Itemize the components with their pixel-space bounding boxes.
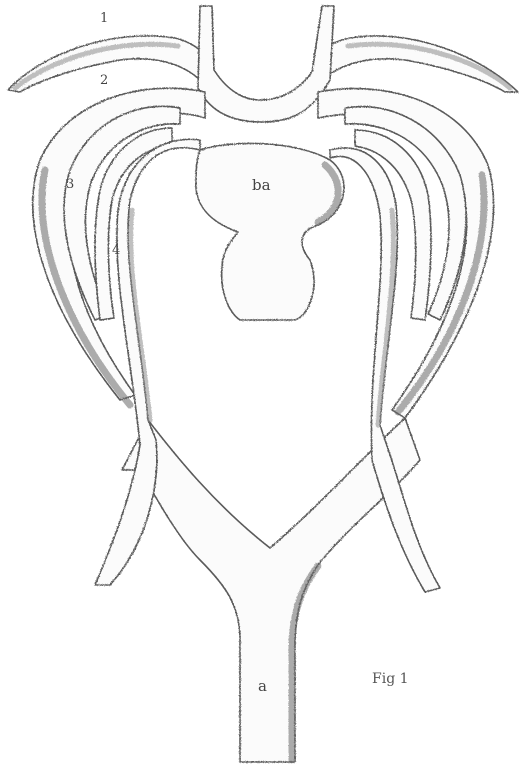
label-aorta: a bbox=[258, 677, 267, 695]
label-arch-2: 2 bbox=[100, 73, 108, 88]
bulbus-arteriosus bbox=[196, 143, 344, 320]
label-arch-1: 1 bbox=[100, 11, 108, 26]
label-arch-4: 4 bbox=[112, 243, 120, 258]
figure-caption: Fig 1 bbox=[372, 671, 409, 687]
label-bulbus-arteriosus: ba bbox=[252, 176, 271, 194]
label-arch-3: 3 bbox=[66, 177, 74, 192]
truncus-upper bbox=[198, 6, 334, 122]
